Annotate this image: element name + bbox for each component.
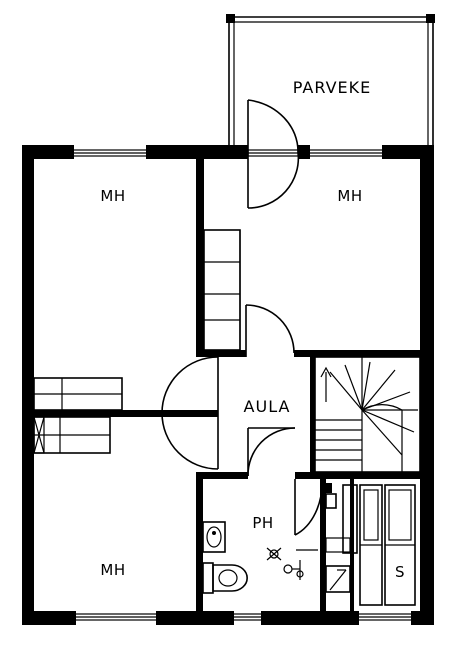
window-top-middle [247, 149, 299, 157]
room-label-balcony: PARVEKE [293, 78, 371, 97]
doors [161, 99, 323, 536]
bedroom-top-right-door [245, 304, 295, 357]
wardrobe-top-right [203, 229, 241, 351]
toilet [202, 562, 248, 594]
window-bottom-bathroom [229, 611, 266, 625]
shower [283, 549, 318, 580]
window-top-right [305, 145, 387, 159]
room-label-storage: S [395, 563, 405, 581]
room-label-bedroom-bottom-left: MH [100, 561, 125, 579]
sink [202, 521, 226, 553]
windows [69, 145, 416, 625]
window-top-left [69, 145, 151, 159]
window-bottom-left [71, 611, 161, 625]
balcony [226, 14, 435, 145]
balcony-door [247, 99, 300, 209]
room-label-bedroom-top-left: MH [100, 187, 125, 205]
staircase [314, 356, 421, 473]
bedroom-top-left-door [161, 356, 219, 414]
bathroom-door [294, 478, 323, 536]
floor-drain [266, 547, 282, 561]
washing-machine [325, 565, 351, 593]
room-label-bathroom: PH [252, 514, 273, 532]
outer-walls [22, 145, 434, 625]
wardrobes [33, 229, 241, 454]
bathroom-entrance-arc [247, 427, 296, 477]
bedroom-bottom-left-door [161, 412, 219, 470]
bathroom-cabinet [325, 493, 351, 553]
bathroom-fixtures [202, 483, 351, 594]
wardrobe-left [33, 377, 123, 454]
room-label-bedroom-top-right: MH [337, 187, 362, 205]
storage-cabinets [342, 484, 416, 606]
window-bottom-right [354, 611, 416, 625]
room-label-hall: AULA [244, 397, 291, 416]
